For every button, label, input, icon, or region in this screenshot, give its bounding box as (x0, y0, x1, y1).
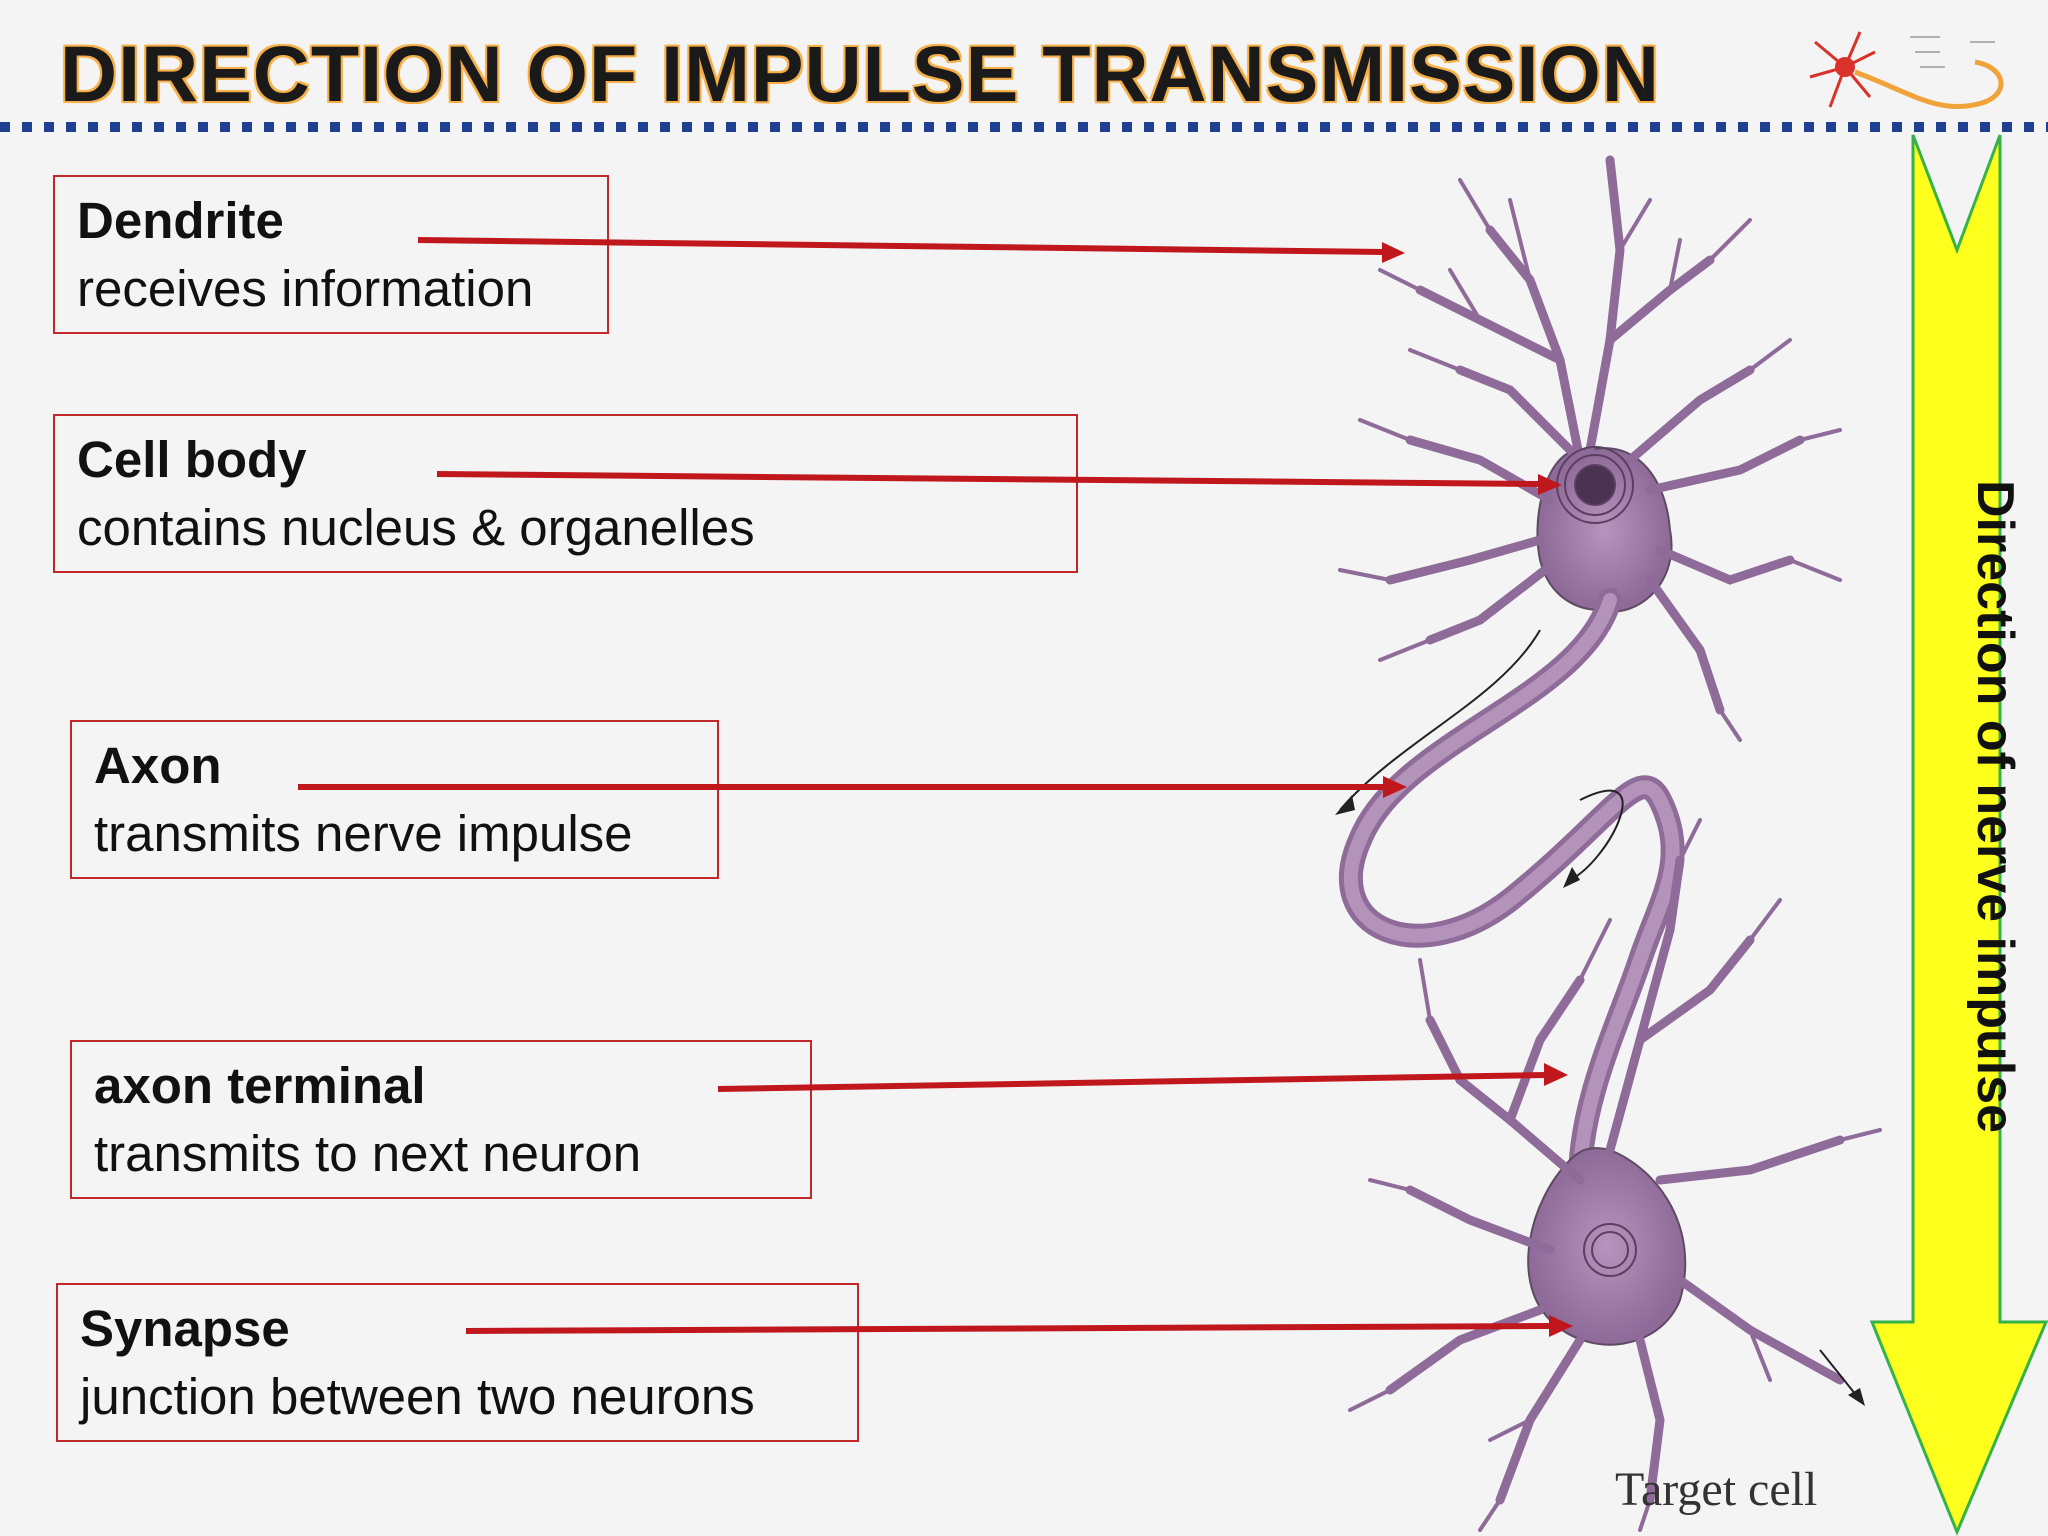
title-divider (0, 122, 2048, 132)
cell-body-description: contains nucleus & organelles (77, 499, 755, 556)
impulse-direction-label: Direction of nerve impulse (1966, 480, 2024, 1134)
axon-terminal-pointer-arrow (717, 1072, 1546, 1092)
dendrite-heading: Dendrite (77, 192, 284, 249)
axon-heading: Axon (94, 737, 222, 794)
synapse-label-box: Synapse junction between two neurons (56, 1283, 859, 1442)
dendrite-description: receives information (77, 260, 534, 317)
axon-terminal-description: transmits to next neuron (94, 1125, 642, 1182)
target-cell-label: Target cell (1615, 1463, 1818, 1516)
neuron-logo-icon (1809, 31, 2004, 110)
synapse-description: junction between two neurons (80, 1368, 755, 1425)
axon-terminal-label-box: axon terminal transmits to next neuron (70, 1040, 812, 1199)
axon-description: transmits nerve impulse (94, 805, 633, 862)
axon-terminal-heading: axon terminal (94, 1057, 426, 1114)
page-title: DIRECTION OF IMPULSE TRANSMISSION (60, 29, 1660, 118)
neuron-illustration (1335, 155, 1882, 1532)
dendrite-pointer-arrow (417, 237, 1386, 255)
cell-body-heading: Cell body (77, 431, 307, 488)
axon-label-box: Axon transmits nerve impulse (70, 720, 719, 879)
cell-body-label-box: Cell body contains nucleus & organelles (53, 414, 1078, 573)
synapse-heading: Synapse (80, 1300, 290, 1357)
cell-body-pointer-arrow (436, 471, 1541, 487)
dendrite-label-box: Dendrite receives information (53, 175, 609, 334)
synapse-pointer-arrow (465, 1323, 1551, 1334)
